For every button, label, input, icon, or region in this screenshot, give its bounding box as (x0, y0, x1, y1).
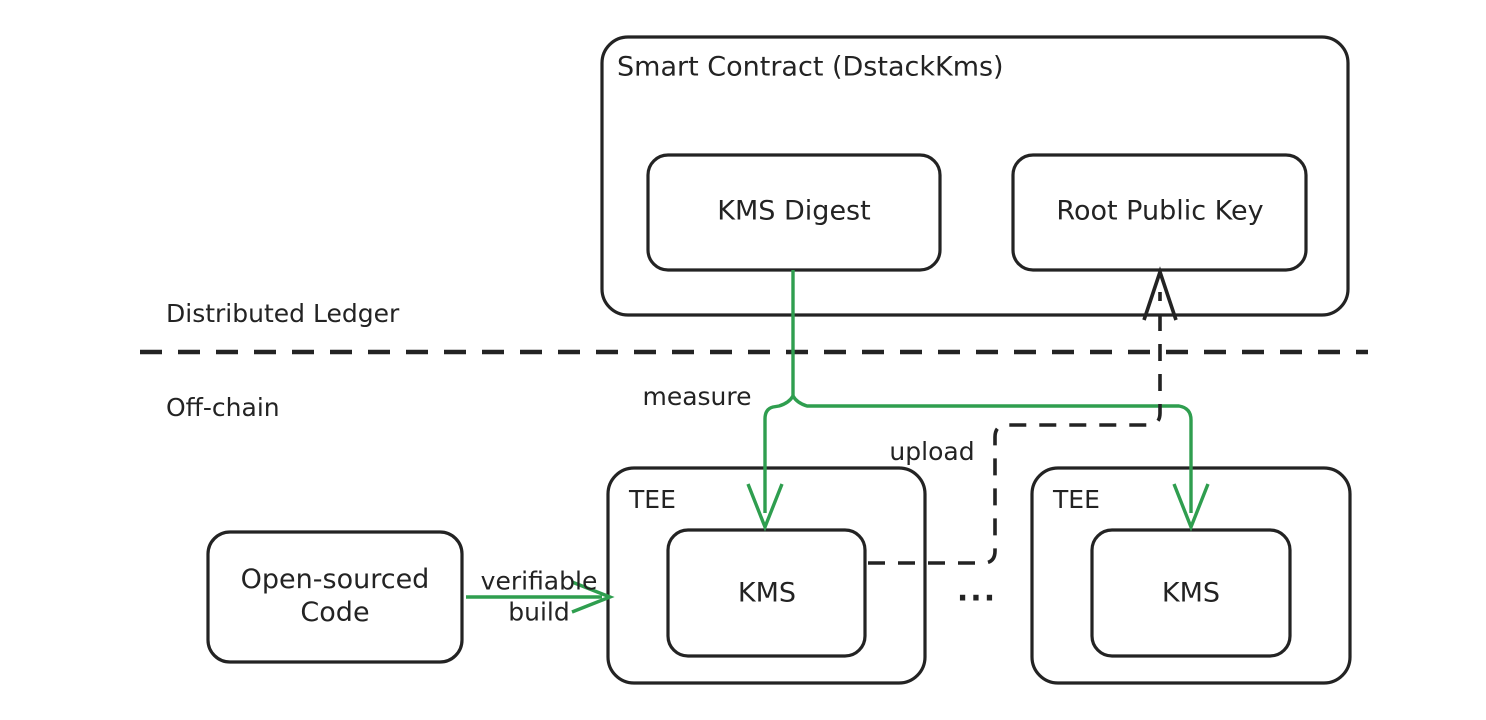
tee-right-label: TEE (1053, 484, 1100, 514)
upload-edge-label: upload (889, 436, 975, 466)
verifiable-build-flow-green (466, 580, 615, 614)
off-chain-label: Off-chain (166, 392, 280, 422)
open-sourced-code-label: Open-sourced Code (241, 564, 430, 630)
distributed-ledger-label: Distributed Ledger (166, 298, 400, 328)
measure-flow-green (746, 270, 1210, 532)
open-sourced-code-line-2: Code (300, 597, 370, 628)
kms-left-box[interactable] (666, 528, 867, 658)
verifiable-build-line-2: build (508, 597, 570, 626)
smart-contract-title: Smart Contract (DstackKms) (617, 51, 1004, 83)
verifiable-build-line-1: verifiable (480, 566, 598, 596)
more-instances-ellipsis: ... (956, 573, 998, 609)
kms-left-label: KMS (737, 577, 797, 609)
kms-right-label: KMS (1161, 577, 1221, 609)
verifiable-build-edge-label: verifiable build (481, 567, 598, 628)
open-sourced-code-box[interactable] (206, 530, 464, 664)
kms-digest-label: KMS Digest (717, 195, 871, 227)
open-sourced-code-line-1: Open-sourced (240, 564, 430, 596)
root-public-key-label: Root Public Key (1056, 195, 1264, 227)
upload-flow-dashed (868, 266, 1178, 565)
tee-left-label: TEE (629, 484, 676, 514)
measure-edge-label: measure (642, 381, 752, 411)
